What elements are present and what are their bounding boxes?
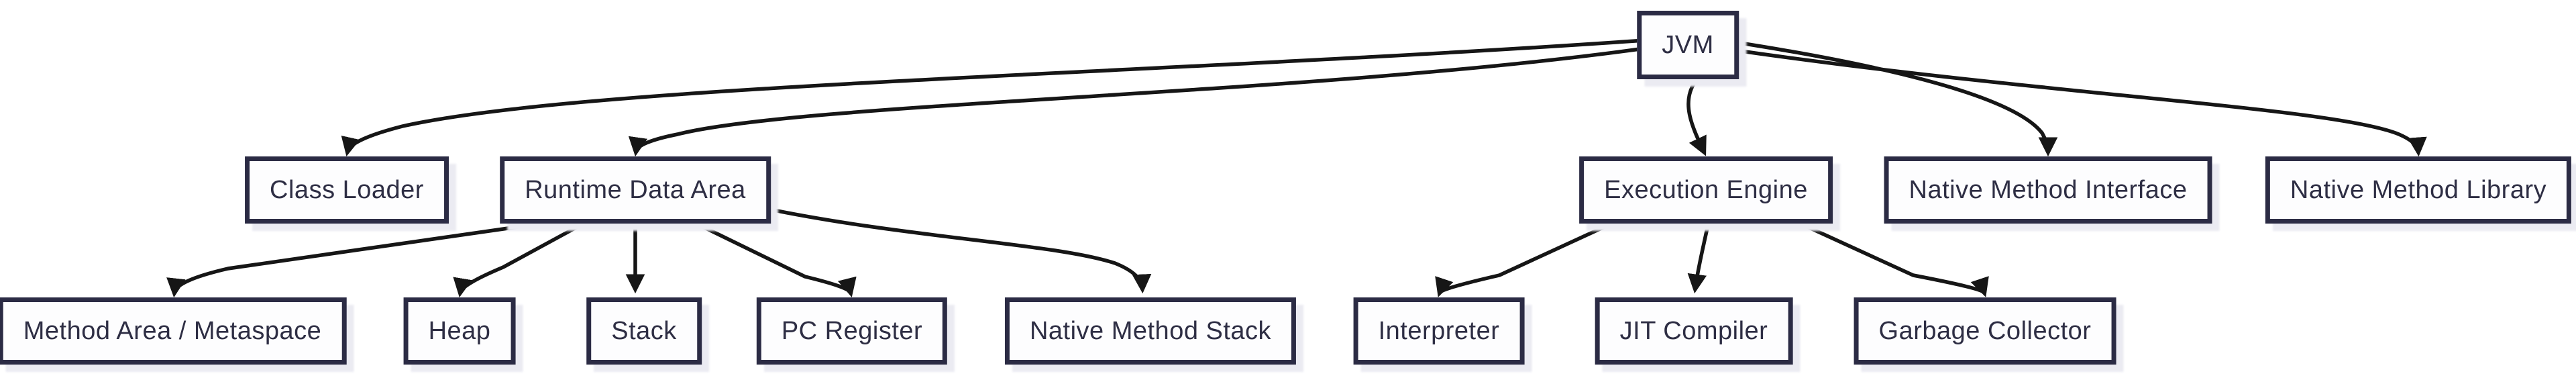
node-method-area-metaspace: Method Area / Metaspace	[0, 297, 347, 365]
node-interpreter-label: Interpreter	[1378, 316, 1500, 345]
node-class-loader-label: Class Loader	[270, 175, 424, 204]
node-pc-register-label: PC Register	[781, 316, 923, 345]
node-interpreter: Interpreter	[1353, 297, 1525, 365]
node-runtime-data-area-label: Runtime Data Area	[525, 175, 746, 204]
node-runtime-data-area: Runtime Data Area	[500, 156, 771, 224]
edge-runtime-data-area-to-heap	[453, 223, 583, 298]
node-heap: Heap	[403, 297, 516, 365]
node-jit-compiler-label: JIT Compiler	[1619, 316, 1768, 345]
edge-jvm-to-native-method-library	[1729, 48, 2427, 157]
node-native-method-library: Native Method Library	[2265, 156, 2572, 224]
node-jvm-label: JVM	[1662, 30, 1714, 59]
node-stack-label: Stack	[611, 316, 677, 345]
node-class-loader: Class Loader	[245, 156, 449, 224]
edge-execution-engine-to-interpreter	[1435, 223, 1611, 297]
edge-jvm-to-class-loader	[341, 38, 1647, 156]
node-jvm: JVM	[1637, 11, 1739, 79]
edge-execution-engine-to-jit-compiler	[1687, 223, 1710, 294]
edge-runtime-data-area-to-native-method-stack	[755, 205, 1152, 294]
node-native-method-stack: Native Method Stack	[1004, 297, 1297, 365]
node-native-method-interface-label: Native Method Interface	[1909, 175, 2188, 204]
node-native-method-stack-label: Native Method Stack	[1029, 316, 1272, 345]
edge-jvm-to-native-method-interface	[1729, 40, 2058, 157]
edge-runtime-data-area-to-pc-register	[697, 223, 857, 297]
edge-runtime-data-area-to-method-area-metaspace	[166, 223, 533, 298]
edge-execution-engine-to-garbage-collector	[1801, 223, 1989, 297]
node-garbage-collector-label: Garbage Collector	[1878, 316, 2092, 345]
node-execution-engine: Execution Engine	[1579, 156, 1833, 224]
node-stack: Stack	[586, 297, 702, 365]
node-method-area-metaspace-label: Method Area / Metaspace	[23, 316, 322, 345]
edge-jvm-to-execution-engine	[1686, 79, 1707, 156]
node-native-method-library-label: Native Method Library	[2290, 175, 2547, 204]
node-heap-label: Heap	[428, 316, 491, 345]
edge-jvm-to-runtime-data-area	[628, 46, 1647, 157]
node-pc-register: PC Register	[756, 297, 948, 365]
node-native-method-interface: Native Method Interface	[1884, 156, 2212, 224]
node-garbage-collector: Garbage Collector	[1854, 297, 2116, 365]
node-jit-compiler: JIT Compiler	[1595, 297, 1793, 365]
node-execution-engine-label: Execution Engine	[1604, 175, 1808, 204]
